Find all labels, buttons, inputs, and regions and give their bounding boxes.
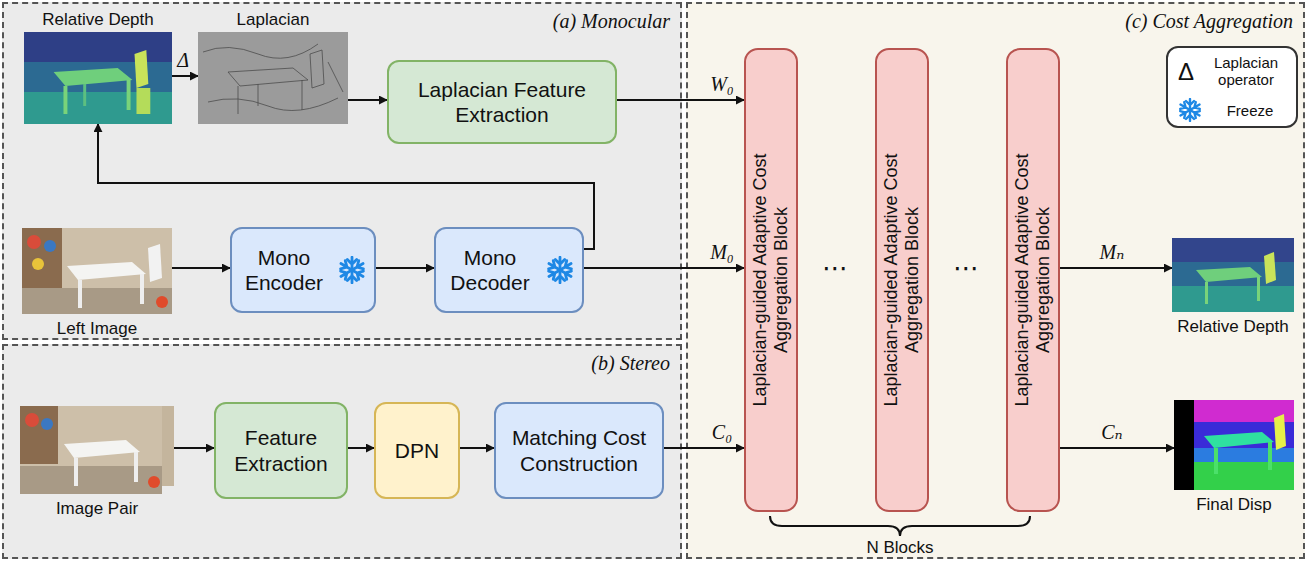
panel-region: (b) StereoImage Pair Feature Extraction DP… (2, 344, 682, 559)
aggregation-block: Laplacian-guided Adaptive Cost Aggregati… (1006, 48, 1060, 512)
image-caption: Relative Depth (1177, 317, 1289, 337)
freeze-icon (1178, 98, 1202, 122)
left-image (22, 228, 172, 314)
frozen-module: Mono Decoder (434, 227, 584, 313)
depth-map (1172, 238, 1294, 312)
panel-region: (a) MonocularRelative DepthLaplacianLapl… (2, 2, 682, 340)
laplacian-image: Laplacian (198, 32, 348, 124)
box-label: Matching Cost Construction (504, 425, 654, 475)
process-box: DPN (374, 402, 460, 499)
edge-label: M₀ (708, 241, 736, 264)
brace-label: N Blocks (866, 538, 933, 558)
arrow-connector (460, 447, 494, 449)
panel-heading: (a) Monocular (553, 10, 670, 33)
disparity-map (1174, 400, 1294, 490)
arrow-connector (664, 447, 744, 449)
input-image: Image Pair (20, 406, 174, 494)
image-pair (20, 406, 174, 494)
operator-symbol: Δ (1178, 58, 1194, 86)
box-label: Mono Decoder (444, 245, 536, 295)
output-image: Final Disp (1174, 400, 1294, 490)
arrow-connector (1060, 267, 1172, 269)
process-box: Laplacian Feature Extraction (387, 60, 617, 144)
box-label: Mono Encoder (240, 245, 328, 295)
arrow-connector (376, 267, 434, 269)
box-label: DPN (395, 438, 439, 463)
ellipsis: ⋯ (822, 253, 848, 284)
legend-text: Freeze (1208, 102, 1292, 119)
image-caption: Final Disp (1196, 495, 1272, 515)
output-image: Relative Depth (1172, 238, 1294, 312)
panel-title: (a) Monocular (553, 10, 670, 32)
box-label: Laplacian Feature Extraction (397, 77, 607, 127)
arrow-connector (348, 99, 387, 101)
arrow-connector (172, 267, 230, 269)
arrow-connector (1060, 447, 1174, 449)
block-label: Laplacian-guided Adaptive Cost Aggregati… (750, 140, 792, 420)
laplacian-map (198, 32, 348, 124)
block-label: Laplacian-guided Adaptive Cost Aggregati… (1012, 140, 1054, 420)
panel-title: (c) Cost Aggregation (1125, 10, 1293, 32)
edge-label: C₀ (710, 421, 734, 444)
freeze-icon (338, 256, 366, 284)
depth-image: Relative Depth (24, 32, 172, 124)
process-box: Matching Cost Construction (494, 402, 664, 499)
edge-label: Cₙ (1099, 420, 1124, 444)
edge-label: Δ (175, 49, 191, 72)
edge-label: W₀ (708, 73, 736, 96)
arrow-connector (172, 75, 198, 77)
input-image: Left Image (22, 228, 172, 314)
aggregation-block: Laplacian-guided Adaptive Cost Aggregati… (744, 48, 798, 512)
aggregation-block: Laplacian-guided Adaptive Cost Aggregati… (875, 48, 929, 512)
arrow-connector (617, 99, 744, 101)
image-caption: Relative Depth (42, 10, 154, 30)
panel-title: (b) Stereo (591, 352, 670, 374)
edge-label: Mₙ (1098, 240, 1127, 264)
block-label: Laplacian-guided Adaptive Cost Aggregati… (881, 140, 923, 420)
legend-text: Laplacian operator (1200, 54, 1292, 88)
depth-map (24, 32, 172, 124)
arrow-connector (348, 447, 374, 449)
arrow-connector (174, 447, 214, 449)
image-caption: Laplacian (237, 10, 310, 30)
panel-heading: (b) Stereo (591, 352, 670, 375)
process-box: Feature Extraction (214, 402, 348, 499)
panel-heading: (c) Cost Aggregation (1125, 10, 1293, 33)
image-caption: Left Image (57, 319, 137, 339)
image-caption: Image Pair (56, 499, 138, 519)
arrow-connector (584, 267, 744, 269)
box-label: Feature Extraction (224, 425, 338, 475)
ellipsis: ⋯ (953, 253, 979, 284)
freeze-icon (546, 256, 574, 284)
frozen-module: Mono Encoder (230, 227, 376, 313)
